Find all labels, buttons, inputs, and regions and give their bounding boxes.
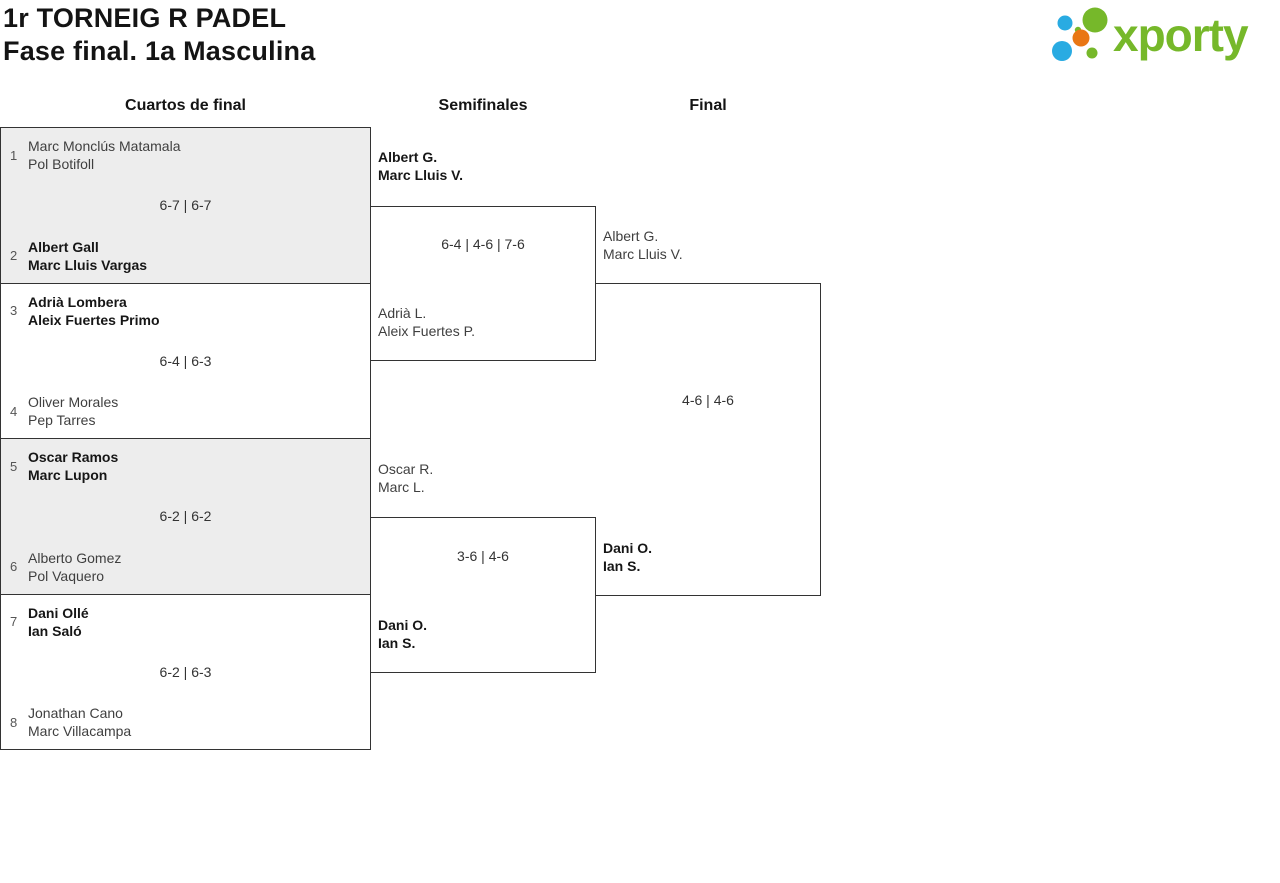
player-name: Pep Tarres <box>28 412 96 428</box>
seed-number: 8 <box>10 714 18 730</box>
match-final-box <box>595 283 821 596</box>
team-names: Oscar Ramos Marc Lupon <box>28 448 118 484</box>
team-entry: 2 Albert Gall Marc Lluis Vargas <box>1 238 370 274</box>
player-name: Marc Lluis V. <box>378 167 464 183</box>
team-names: Dani O. Ian S. <box>603 539 652 575</box>
team-entry: 4 Oliver Morales Pep Tarres <box>1 393 370 429</box>
page-title: 1r TORNEIG R PADEL Fase final. 1a Mascul… <box>3 2 315 68</box>
team-entry: 3 Adrià Lombera Aleix Fuertes Primo <box>1 293 370 329</box>
xporty-logo[interactable]: xporty <box>1048 6 1249 64</box>
quarterfinals-column: 1 Marc Monclús Matamala Pol Botifoll 6-7… <box>0 127 371 750</box>
team-names: Albert G. Marc Lluis V. <box>603 227 683 263</box>
match-score: 6-4 | 6-3 <box>159 352 212 369</box>
phase-name: Fase final. 1a Masculina <box>3 36 316 66</box>
player-name: Aleix Fuertes Primo <box>28 311 160 328</box>
tournament-name: 1r TORNEIG R PADEL <box>3 3 287 33</box>
player-name: Marc Villacampa <box>28 723 132 739</box>
team-names: Oscar R. Marc L. <box>378 460 433 496</box>
match-score: 6-7 | 6-7 <box>159 197 212 214</box>
player-name: Dani O. <box>603 540 653 556</box>
team-entry: 8 Jonathan Cano Marc Villacampa <box>1 704 370 740</box>
round-header-cuartos-de-final: Cuartos de final <box>125 97 246 114</box>
match-quarterfinal-4: 7 Dani Ollé Ian Saló 6-2 | 6-3 8 Jonatha… <box>1 594 370 749</box>
player-name: Pol Botifoll <box>28 156 95 172</box>
seed-number: 5 <box>10 458 18 474</box>
match-quarterfinal-3: 5 Oscar Ramos Marc Lupon 6-2 | 6-2 6 Alb… <box>1 439 370 595</box>
player-name: Adrià L. <box>378 305 427 321</box>
team-names: Dani O. Ian S. <box>378 616 427 652</box>
seed-number: 3 <box>10 303 18 318</box>
match-score: 6-2 | 6-3 <box>159 663 212 680</box>
player-name: Marc L. <box>378 479 425 495</box>
player-name: Pol Vaquero <box>28 567 105 584</box>
team-names: Oliver Morales Pep Tarres <box>28 393 118 429</box>
team-entry: 7 Dani Ollé Ian Saló <box>1 604 370 640</box>
team-names: Marc Monclús Matamala Pol Botifoll <box>28 137 181 173</box>
match-score: 3-6 | 4-6 <box>457 548 509 564</box>
player-name: Marc Monclús Matamala <box>28 138 181 154</box>
player-name: Albert G. <box>603 228 659 244</box>
team-entry: 5 Oscar Ramos Marc Lupon <box>1 448 370 484</box>
team-entry: 6 Alberto Gomez Pol Vaquero <box>1 549 370 585</box>
player-name: Marc Lluis Vargas <box>28 256 148 273</box>
seed-number: 4 <box>10 403 18 419</box>
player-name: Aleix Fuertes P. <box>378 323 476 339</box>
player-name: Ian S. <box>603 558 641 574</box>
match-quarterfinal-1: 1 Marc Monclús Matamala Pol Botifoll 6-7… <box>1 128 370 284</box>
seed-number: 1 <box>10 147 18 163</box>
match-score: 4-6 | 4-6 <box>682 392 734 408</box>
player-name: Albert Gall <box>28 238 99 255</box>
team-names: Adrià Lombera Aleix Fuertes Primo <box>28 293 160 329</box>
player-name: Dani O. <box>378 617 428 633</box>
player-name: Adrià Lombera <box>28 293 127 310</box>
team-entry: 1 Marc Monclús Matamala Pol Botifoll <box>1 137 370 173</box>
player-name: Alberto Gomez <box>28 549 122 566</box>
xporty-logo-text: xporty <box>1113 9 1249 61</box>
round-header-final: Final <box>689 97 727 114</box>
seed-number: 6 <box>10 559 18 574</box>
player-name: Dani Ollé <box>28 604 89 621</box>
team-names: Adrià L. Aleix Fuertes P. <box>378 304 475 340</box>
match-score: 6-4 | 4-6 | 7-6 <box>441 236 525 252</box>
team-names: Dani Ollé Ian Saló <box>28 604 89 640</box>
player-name: Ian S. <box>378 635 416 651</box>
xporty-logo-dots-icon <box>1052 7 1108 61</box>
player-name: Oscar Ramos <box>28 449 119 465</box>
player-name: Jonathan Cano <box>28 705 123 721</box>
team-names: Jonathan Cano Marc Villacampa <box>28 704 131 740</box>
player-name: Marc Lluis V. <box>603 246 683 262</box>
match-quarterfinal-2: 3 Adrià Lombera Aleix Fuertes Primo 6-4 … <box>1 283 370 439</box>
match-score: 6-2 | 6-2 <box>159 508 212 525</box>
seed-number: 7 <box>10 614 18 629</box>
player-name: Oliver Morales <box>28 394 119 410</box>
seed-number: 2 <box>10 248 18 263</box>
player-name: Marc Lupon <box>28 467 108 483</box>
team-names: Albert Gall Marc Lluis Vargas <box>28 238 147 274</box>
round-header-semifinales: Semifinales <box>438 97 528 114</box>
player-name: Ian Saló <box>28 622 82 639</box>
player-name: Albert G. <box>378 149 438 165</box>
team-names: Albert G. Marc Lluis V. <box>378 148 463 184</box>
player-name: Oscar R. <box>378 461 434 477</box>
team-names: Alberto Gomez Pol Vaquero <box>28 549 121 585</box>
